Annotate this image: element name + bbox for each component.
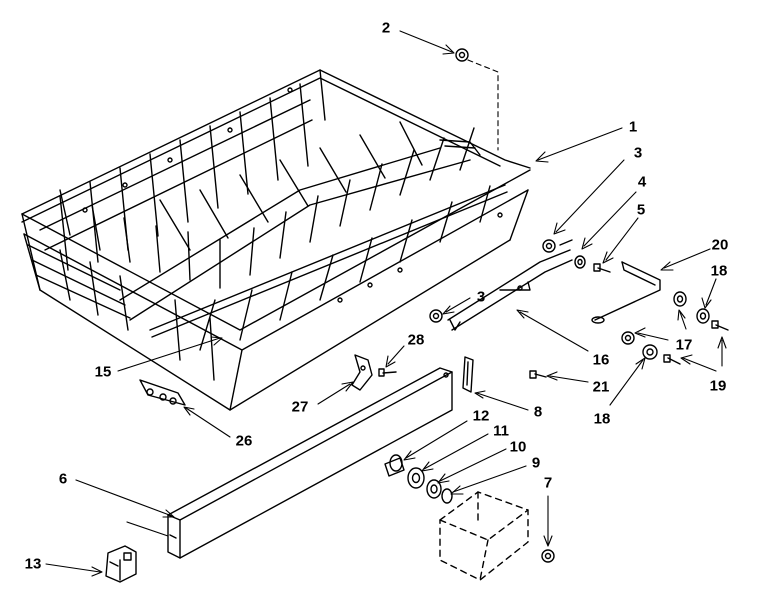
long-bar <box>167 367 453 559</box>
callout-10: 10 <box>509 438 527 456</box>
dashed-housing <box>439 491 529 581</box>
bracket-27 <box>351 354 397 391</box>
roller-assembly <box>621 291 729 365</box>
callout-17: 17 <box>675 336 693 354</box>
roller-stack <box>384 454 453 504</box>
callout-20: 20 <box>711 236 729 254</box>
callout-9: 9 <box>531 454 541 472</box>
slide-rail <box>447 249 573 331</box>
callout-15: 15 <box>94 363 112 381</box>
bracket-arm <box>591 261 661 324</box>
cap-part <box>455 48 469 62</box>
callout-2: 2 <box>381 19 391 37</box>
callout-4: 4 <box>637 173 647 191</box>
callout-3b: 3 <box>476 288 486 306</box>
dish-rack <box>21 69 531 411</box>
clip-8 <box>462 356 474 393</box>
callout-26: 26 <box>235 432 253 450</box>
callout-6: 6 <box>58 470 68 488</box>
leader-lines <box>45 30 727 577</box>
washer-screw-parts <box>559 239 611 273</box>
callout-21: 21 <box>592 378 610 396</box>
callout-28: 28 <box>407 331 425 349</box>
callout-18a: 18 <box>710 262 728 280</box>
cap-7 <box>541 549 555 563</box>
callout-13: 13 <box>24 555 42 573</box>
end-cap-13 <box>105 545 137 583</box>
callout-11: 11 <box>493 422 509 440</box>
roller-part <box>429 239 556 331</box>
callout-27: 27 <box>291 398 309 416</box>
callout-18b: 18 <box>593 410 611 428</box>
callout-7: 7 <box>543 474 553 492</box>
callout-19: 19 <box>709 377 727 395</box>
screw-21 <box>529 370 547 379</box>
callout-8: 8 <box>533 403 543 421</box>
callout-12: 12 <box>472 407 490 425</box>
callout-16: 16 <box>592 351 610 369</box>
callout-1: 1 <box>628 118 638 136</box>
callout-3a: 3 <box>633 144 643 162</box>
callout-5: 5 <box>636 201 646 219</box>
clip-part <box>139 379 186 406</box>
